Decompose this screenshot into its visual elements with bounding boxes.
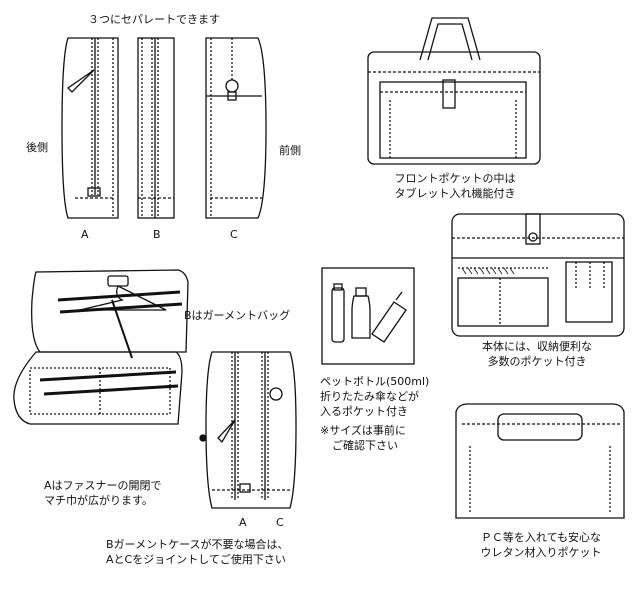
bottle-note1: ※サイズは事前に	[320, 424, 406, 437]
join-note-line2: AとCをジョイントしてご使用下さい	[106, 553, 286, 566]
zipper-note-line1: Aはファスナーの開閉で	[44, 479, 162, 492]
bottle-line1: ペットボトル(500ml)	[320, 375, 430, 388]
front-pocket-line1: フロントポケットの中は	[394, 172, 516, 185]
panel-b-illustration	[137, 37, 175, 219]
bottle-line2: 折りたたみ傘などが	[320, 390, 419, 403]
rear-side-label: 後側	[26, 141, 48, 154]
pc-pocket-illustration	[455, 403, 625, 519]
front-bag-illustration	[367, 17, 541, 165]
bottle-line3: 入るポケット付き	[320, 405, 408, 418]
joined-a-c-illustration	[205, 351, 297, 509]
separate-title: ３つにセパレートできます	[88, 13, 220, 26]
body-pockets-caption: 本体には、収納便利な 多数のポケット付き	[462, 339, 612, 369]
garment-bag-illustration	[13, 269, 189, 425]
pc-pocket-line1: ＰＣ等を入れても安心な	[480, 531, 602, 544]
body-caption-line1: 本体には、収納便利な	[482, 340, 592, 353]
front-side-label: 前側	[279, 144, 301, 157]
zipper-note-line2: マチ巾が広がります。	[44, 494, 153, 507]
panel-b-label: B	[153, 228, 161, 241]
garment-title: Bはガーメントバッグ	[184, 309, 291, 322]
panel-c-label: C	[230, 228, 238, 241]
bottle-note2: ご確認下さい	[332, 439, 398, 452]
zipper-note: Aはファスナーの開閉で マチ巾が広がります。	[44, 478, 162, 508]
zip-a-label: A	[239, 516, 247, 529]
panel-a-label: A	[81, 228, 89, 241]
zip-c-label: C	[276, 516, 284, 529]
panel-a-illustration	[61, 37, 119, 219]
body-pockets-illustration	[451, 213, 625, 337]
body-caption-line2: 多数のポケット付き	[487, 355, 587, 368]
join-note: Bガーメントケースが不要な場合は、 AとCをジョイントしてご使用下さい	[106, 537, 289, 567]
join-note-line1: Bガーメントケースが不要な場合は、	[106, 538, 289, 551]
front-pocket-line2: タブレット入れ機能付き	[394, 187, 516, 200]
front-pocket-caption: フロントポケットの中は タブレット入れ機能付き	[380, 171, 530, 201]
pc-pocket-line2: ウレタン材入りポケット	[480, 546, 602, 559]
pc-pocket-caption: ＰＣ等を入れても安心な ウレタン材入りポケット	[466, 530, 616, 560]
panel-c-illustration	[205, 37, 267, 219]
bottle-caption: ペットボトル(500ml) 折りたたみ傘などが 入るポケット付き ※サイズは事前…	[320, 374, 429, 453]
bottle-umbrella-illustration	[321, 267, 415, 365]
